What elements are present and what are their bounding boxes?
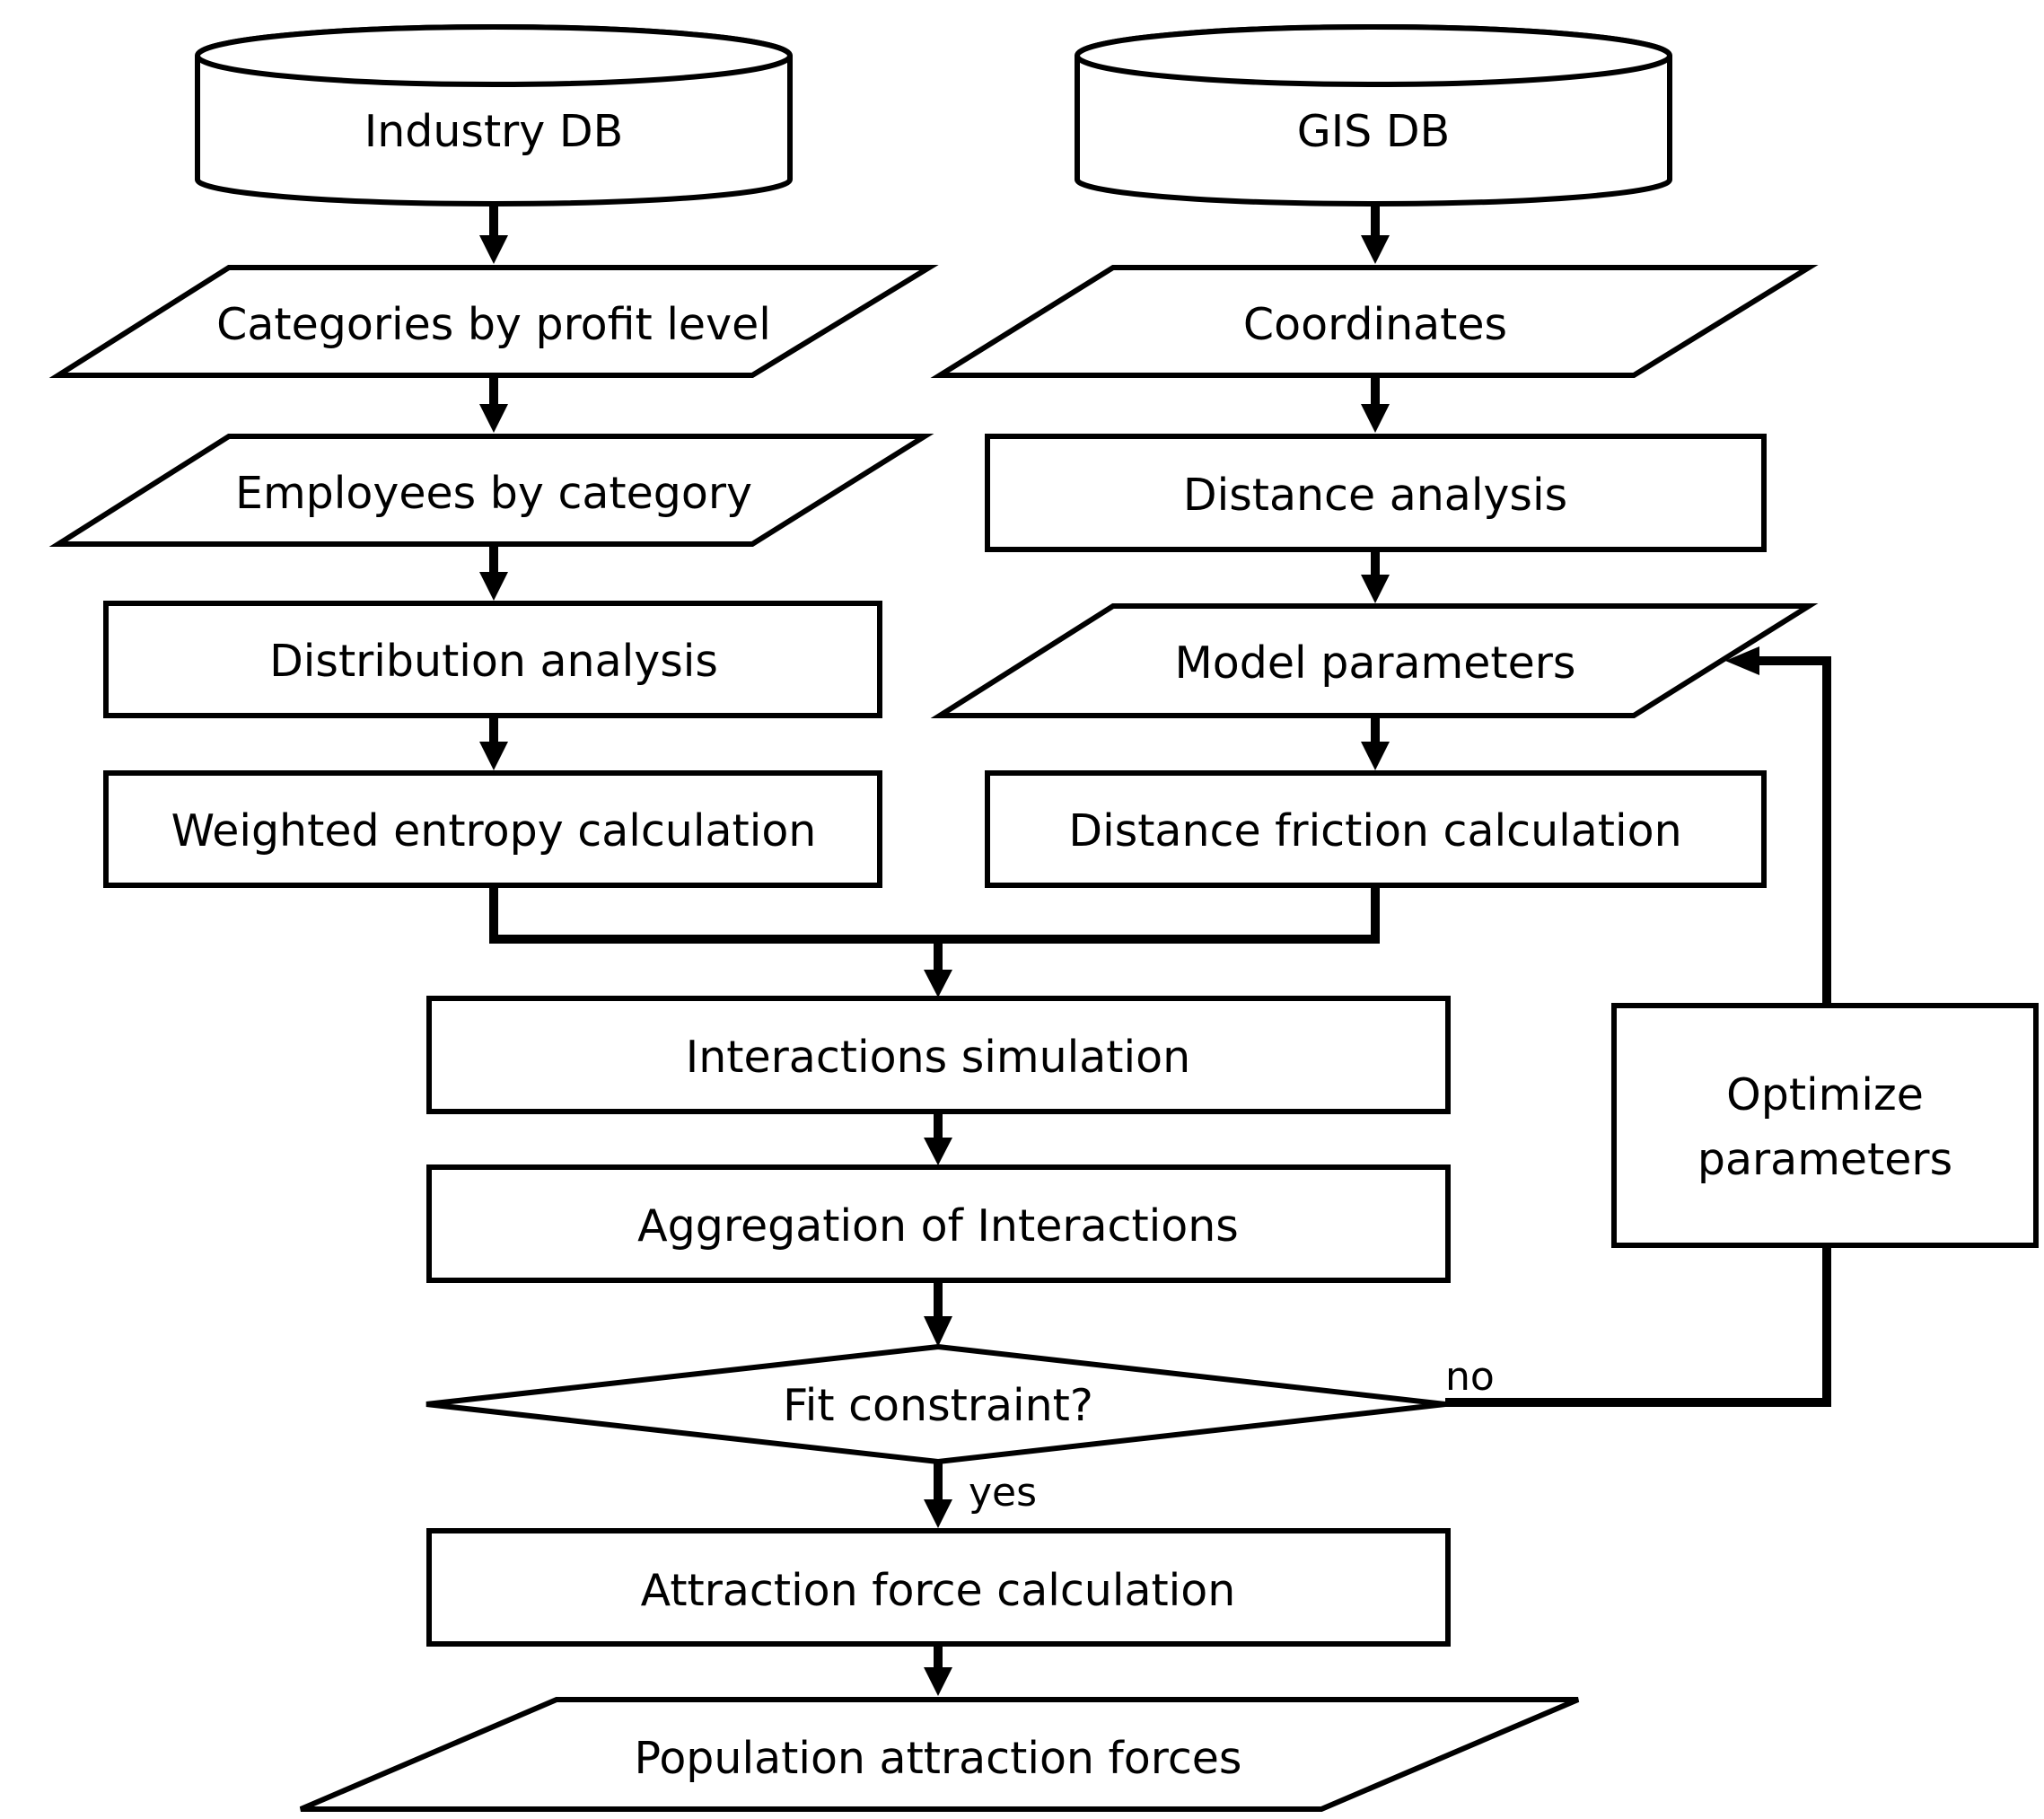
arrowhead-optimize-to-model <box>1725 646 1759 675</box>
population-attraction-parallelogram <box>299 1697 1580 1812</box>
weighted-entropy-box <box>103 770 882 888</box>
distance-analysis-box <box>985 434 1767 552</box>
arrowhead-interactions-to-aggregation <box>924 1138 952 1165</box>
categories-parallelogram <box>48 265 939 378</box>
arrowhead-categories-to-employees <box>479 404 508 433</box>
edge-merge-to-interactions <box>489 884 1380 944</box>
population-attraction-node: Population attraction forces <box>299 1697 1580 1812</box>
arrowhead-model-to-friction <box>1361 742 1390 770</box>
gis-db-label: GIS DB <box>1297 106 1450 157</box>
attraction-force-node: Attraction force calculation <box>426 1528 1451 1647</box>
coordinates-node: Coordinates <box>930 265 1819 378</box>
coordinates-parallelogram <box>930 265 1819 378</box>
distribution-analysis-label: Distribution analysis <box>269 636 718 687</box>
arrowhead-distribution-to-entropy <box>479 742 508 770</box>
coordinates-label: Coordinates <box>1243 299 1507 350</box>
model-parameters-label: Model parameters <box>1175 637 1576 689</box>
interactions-simulation-node: Interactions simulation <box>426 996 1451 1114</box>
model-parameters-node: Model parameters <box>930 603 1819 718</box>
arrowhead-attraction-to-population <box>924 1667 952 1696</box>
arrowhead-merge-to-interactions <box>924 970 952 997</box>
aggregation-box <box>426 1164 1451 1283</box>
arrowhead-employees-to-distribution <box>479 572 508 601</box>
edge-fit-no-to-optimize <box>1445 1245 1831 1407</box>
employees-label: Employees by category <box>235 468 752 519</box>
industry-db-node: Industry DB <box>195 24 793 207</box>
weighted-entropy-label: Weighted entropy calculation <box>171 805 817 857</box>
distance-friction-node: Distance friction calculation <box>985 770 1767 888</box>
arrowhead-coordinates-to-distance <box>1361 404 1390 433</box>
edge-label-no: no <box>1445 1354 1495 1400</box>
arrowhead-industry-to-categories <box>479 235 508 264</box>
fit-constraint-diamond <box>425 1343 1446 1465</box>
gis-db-cylinder-top <box>1075 24 1672 87</box>
optimize-parameters-label-line1: Optimize <box>1726 1069 1924 1120</box>
industry-db-label: Industry DB <box>364 106 623 157</box>
interactions-simulation-box <box>426 996 1451 1114</box>
optimize-parameters-box <box>1611 1003 2039 1248</box>
gis-db-node: GIS DB <box>1075 24 1672 207</box>
employees-parallelogram <box>48 434 934 547</box>
distance-friction-label: Distance friction calculation <box>1068 805 1681 857</box>
model-parameters-parallelogram <box>930 603 1819 718</box>
fit-constraint-node: Fit constraint? <box>425 1343 1446 1465</box>
categories-node: Categories by profit level <box>48 265 939 378</box>
arrowhead-fit-to-attraction <box>924 1499 952 1528</box>
attraction-force-label: Attraction force calculation <box>641 1565 1236 1616</box>
arrowhead-gis-to-coordinates <box>1361 235 1390 264</box>
industry-db-cylinder-top <box>195 24 793 87</box>
arrowhead-distance-to-model <box>1361 575 1390 603</box>
aggregation-node: Aggregation of Interactions <box>426 1164 1451 1283</box>
distance-friction-box <box>985 770 1767 888</box>
optimize-parameters-label-line2: parameters <box>1697 1134 1952 1185</box>
connectors <box>479 199 1831 1696</box>
arrowhead-aggregation-to-fit <box>924 1316 952 1347</box>
aggregation-label: Aggregation of Interactions <box>637 1200 1239 1252</box>
distance-analysis-label: Distance analysis <box>1183 470 1567 521</box>
edge-optimize-to-model <box>1755 656 1831 1006</box>
distribution-analysis-box <box>103 601 882 718</box>
employees-node: Employees by category <box>48 434 934 547</box>
fit-constraint-label: Fit constraint? <box>783 1380 1093 1431</box>
distribution-analysis-node: Distribution analysis <box>103 601 882 718</box>
weighted-entropy-node: Weighted entropy calculation <box>103 770 882 888</box>
population-attraction-label: Population attraction forces <box>635 1733 1242 1784</box>
categories-label: Categories by profit level <box>216 299 771 350</box>
attraction-force-box <box>426 1528 1451 1647</box>
distance-analysis-node: Distance analysis <box>985 434 1767 552</box>
optimize-parameters-node: Optimize parameters <box>1611 1003 2039 1248</box>
edge-label-yes: yes <box>969 1470 1037 1516</box>
interactions-simulation-label: Interactions simulation <box>686 1032 1190 1083</box>
